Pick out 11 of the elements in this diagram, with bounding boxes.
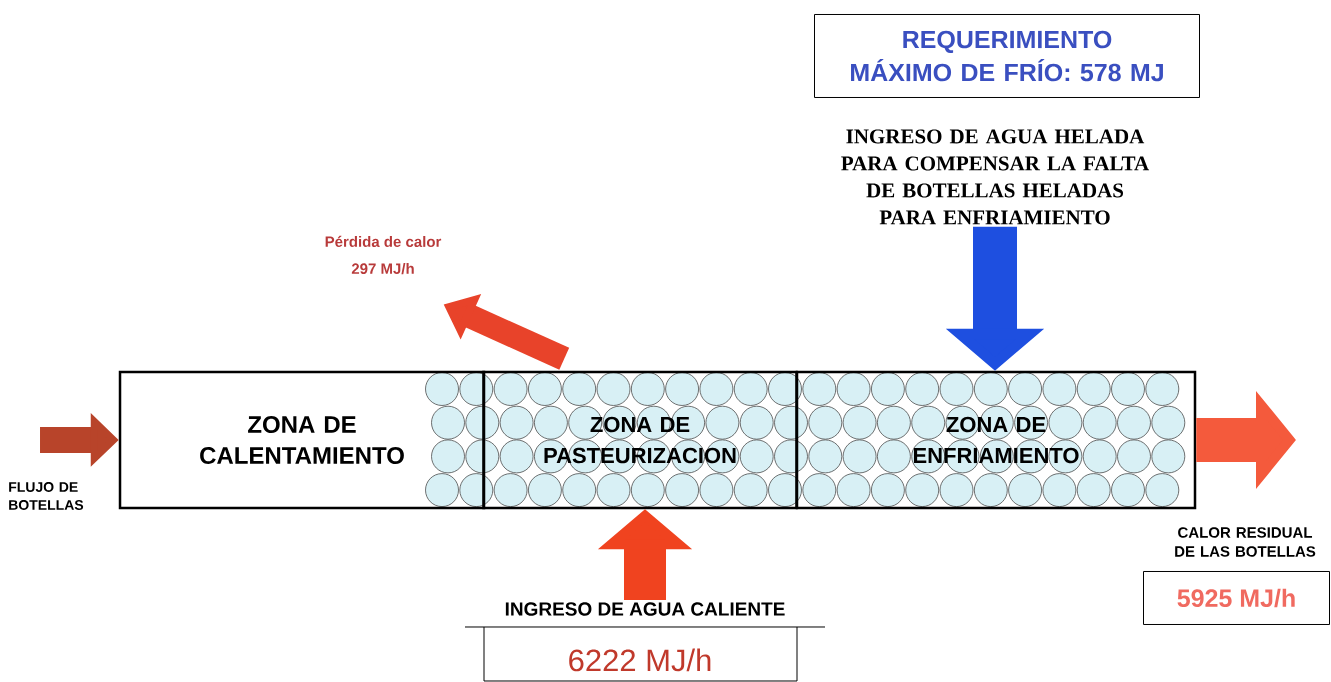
heading-text: CALOR RESIDUAL DE LAS BOTELLAS xyxy=(1175,527,1316,557)
zone-box: ZONA DE PASTEURIZACION xyxy=(482,370,798,510)
requirement-box: REQUERIMIENTO MÁXIMO DE FRÍO: 578 MJ xyxy=(814,14,1200,98)
zone-box: ZONA DE CALENTAMIENTO xyxy=(118,370,486,510)
zone-box: ZONA DE ENFRIAMIENTO xyxy=(795,370,1197,510)
heading-text: INGRESO DE AGUA HELADA PARA COMPENSAR LA FALTA DE BOTELLAS HELADAS PARA ENFRIAMIENTO xyxy=(841,129,1150,225)
flow-label: FLUJO DE BOTELLAS xyxy=(9,482,84,510)
heading-text: INGRESO DE AGUA CALIENTE xyxy=(505,602,785,616)
value-box: 6222 MJ/h xyxy=(464,626,826,682)
loss-text: Pérdida de calor 297 MJ/h xyxy=(325,235,442,275)
value-box: 5925 MJ/h xyxy=(1143,571,1330,625)
